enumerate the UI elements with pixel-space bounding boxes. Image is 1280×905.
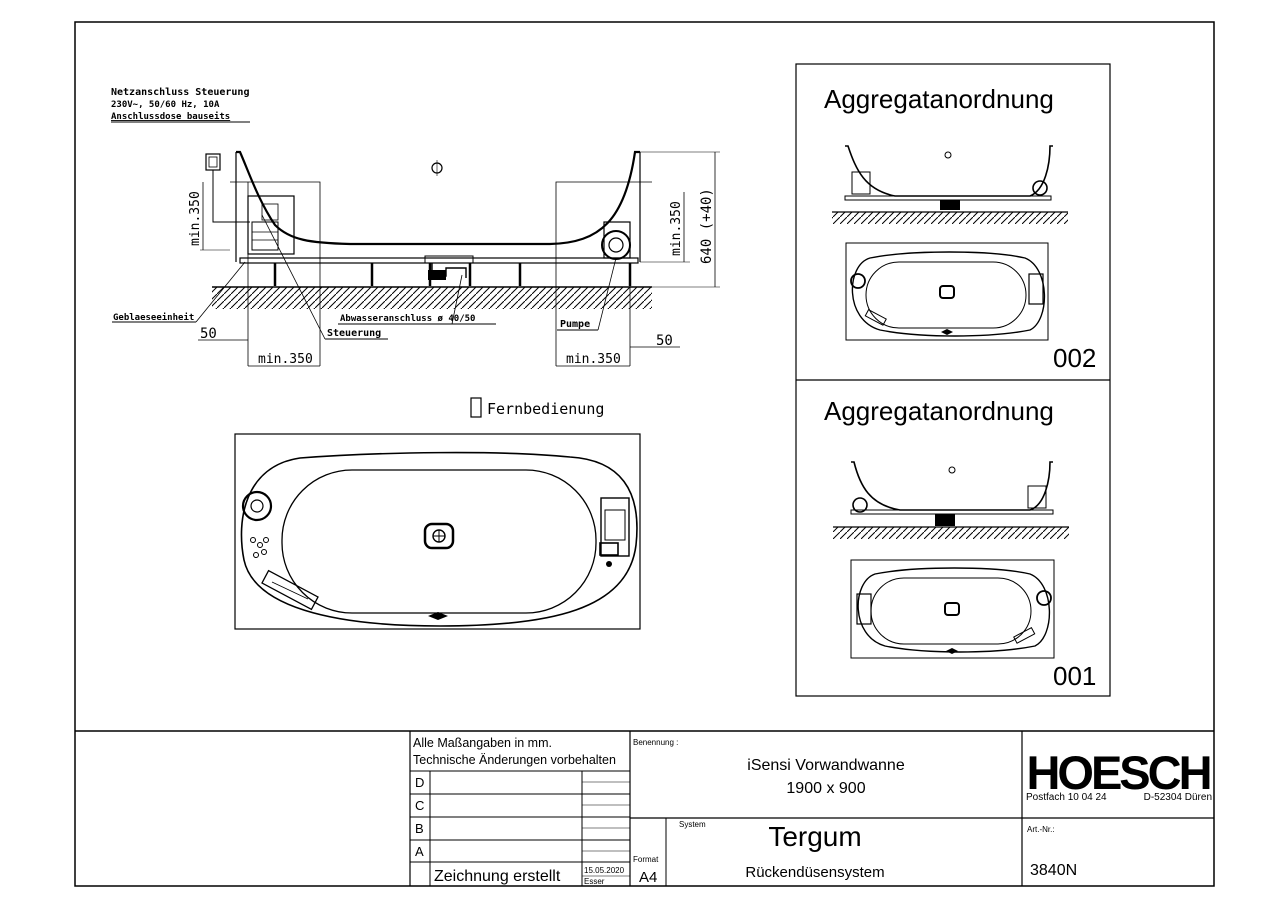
title-block: Alle Maßangaben in mm. Technische Änderu… [75, 730, 1214, 886]
junction-box-symbol [205, 153, 221, 171]
dim-50-left: 50 [200, 326, 217, 342]
format-label: Format [633, 855, 659, 864]
revision-b: B [415, 821, 424, 836]
address-city: D-52304 Düren [1144, 792, 1212, 803]
system-desc: Rückendüsensystem [745, 864, 884, 881]
dim-50-right: 50 [656, 333, 673, 349]
product-size: 1900 x 900 [786, 780, 865, 797]
note-dimensions: Alle Maßangaben in mm. [413, 736, 552, 750]
dim-min350-vertical-left: min.350 [188, 191, 203, 246]
created-date: 15.05.2020 [584, 866, 625, 875]
system-name: Tergum [768, 821, 861, 852]
remote-label: Fernbedienung [487, 400, 604, 418]
variant-001-code: 001 [1053, 661, 1096, 691]
tub-outline-elevation [236, 150, 640, 246]
plan-view [234, 433, 641, 630]
variant-002-code: 002 [1053, 343, 1096, 373]
variant-002-title: Aggregatanordnung [824, 84, 1054, 114]
floor-hatch [212, 287, 652, 309]
product-name: iSensi Vorwandwanne [747, 757, 905, 774]
power-connection-title: Netzanschluss Steuerung [111, 87, 249, 98]
blower-unit-symbol [247, 195, 295, 255]
dim-height-640: 640 (+40) [699, 188, 715, 264]
created-by: Esser [584, 877, 605, 886]
power-connection-spec: 230V~, 50/60 Hz, 10A [111, 100, 220, 110]
sheet-border [74, 21, 1215, 887]
brand-logo: HOESCH [1026, 746, 1209, 799]
art-number: 3840N [1030, 862, 1077, 879]
created-label: Zeichnung erstellt [434, 868, 561, 885]
address-postfach: Postfach 10 04 24 [1026, 792, 1107, 803]
revision-a: A [415, 844, 424, 859]
variant-panel-001: Aggregatanordnung 001 [824, 396, 1096, 691]
power-connection-box: Anschlussdose bauseits [111, 111, 230, 122]
pump-symbol [601, 221, 631, 260]
drain-label: Abwasseranschluss ø 40/50 [340, 314, 475, 324]
variant-panel-002: Aggregatanordnung 002 [824, 84, 1096, 373]
revision-d: D [415, 775, 424, 790]
art-number-label: Art.-Nr.: [1027, 825, 1055, 834]
pump-label: Pumpe [560, 319, 590, 330]
system-label: System [679, 820, 706, 829]
dim-min350-bottom-left: min.350 [258, 352, 313, 367]
format-value: A4 [639, 869, 657, 886]
remote-symbol [470, 397, 482, 418]
note-changes: Technische Änderungen vorbehalten [413, 753, 616, 767]
revision-c: C [415, 798, 424, 813]
dim-min350-bottom-right: min.350 [566, 352, 621, 367]
dim-min350-vertical-right: min.350 [669, 201, 684, 256]
benennung-label: Benennung : [633, 738, 678, 747]
control-label: Steuerung [327, 328, 381, 339]
variant-001-title: Aggregatanordnung [824, 396, 1054, 426]
side-elevation-view: Netzanschluss Steuerung 230V~, 50/60 Hz,… [111, 87, 720, 367]
blower-label: Geblaeseeinheit [113, 312, 194, 323]
